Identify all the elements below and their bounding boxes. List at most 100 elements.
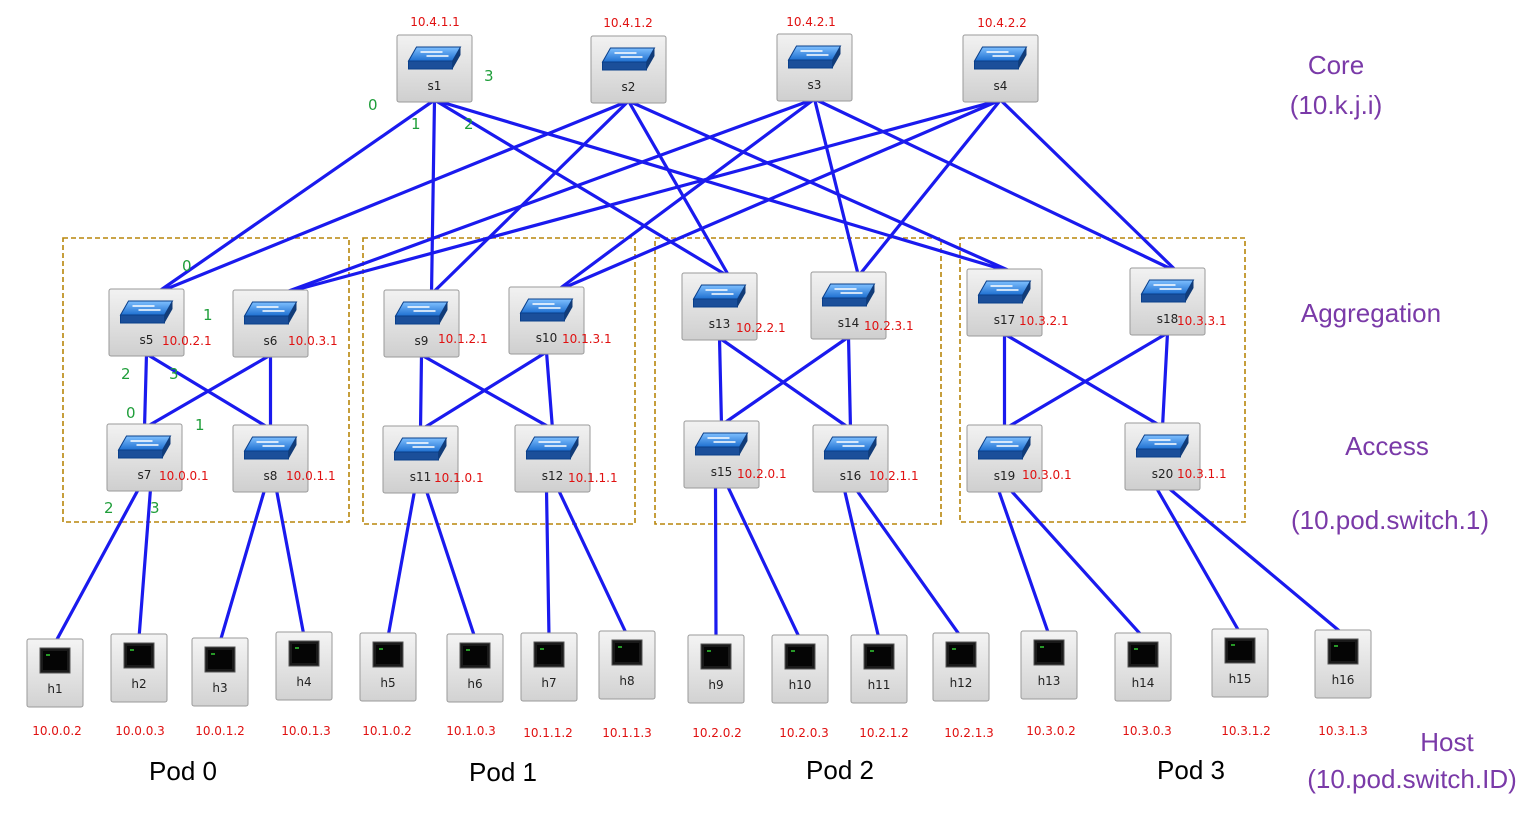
link-s4-s10 xyxy=(554,98,1003,293)
switch-s18[interactable]: s18 xyxy=(1129,267,1206,336)
switch-label: s8 xyxy=(264,469,278,483)
switch-label: s20 xyxy=(1152,467,1174,481)
network-switch-icon xyxy=(243,436,298,460)
host-h4[interactable]: h4 xyxy=(275,631,333,701)
network-switch-icon xyxy=(525,436,580,460)
switch-ip-label: 10.2.1.1 xyxy=(869,469,919,483)
switch-s14[interactable]: s14 xyxy=(810,271,887,340)
host-h11[interactable]: h11 xyxy=(850,634,908,704)
switch-s9[interactable]: s9 xyxy=(383,289,460,358)
terminal-icon xyxy=(533,641,565,668)
link-s15-h10 xyxy=(725,484,802,641)
host-h15[interactable]: h15 xyxy=(1211,628,1269,698)
link-s9-s12 xyxy=(419,353,555,431)
port-label-s7-2: 2 xyxy=(104,499,114,517)
host-label: h8 xyxy=(619,674,634,688)
terminal-icon xyxy=(1127,641,1159,668)
switch-s13[interactable]: s13 xyxy=(681,272,758,341)
host-h9[interactable]: h9 xyxy=(687,634,745,704)
switch-ip-label: 10.3.0.1 xyxy=(1022,468,1072,482)
switch-ip-label: 10.2.0.1 xyxy=(737,467,787,481)
switch-s20[interactable]: s20 xyxy=(1124,422,1201,491)
switch-s7[interactable]: s7 xyxy=(106,423,183,492)
host-h10[interactable]: h10 xyxy=(771,634,829,704)
switch-s3[interactable]: s3 xyxy=(776,33,853,102)
link-s1-s9 xyxy=(429,98,437,296)
switch-ip-label: 10.4.1.1 xyxy=(410,15,460,29)
host-label: h1 xyxy=(47,682,62,696)
host-h14[interactable]: h14 xyxy=(1114,632,1172,702)
pod-labels: Pod 0 Pod 1 Pod 2 Pod 3 xyxy=(149,755,1225,787)
network-switch-icon xyxy=(821,283,876,307)
link-s7-h1 xyxy=(53,487,141,645)
link-s20-h15 xyxy=(1154,486,1242,635)
host-layer-label: Host xyxy=(1420,727,1474,757)
link-s20-h16 xyxy=(1166,486,1345,636)
terminal-icon xyxy=(700,643,732,670)
access-layer-label: Access xyxy=(1345,431,1429,461)
host-label: h16 xyxy=(1332,673,1355,687)
switch-s12[interactable]: s12 xyxy=(514,424,591,493)
link-s12-h7 xyxy=(544,488,551,639)
link-s15-h9 xyxy=(713,484,718,641)
network-switch-icon xyxy=(601,47,656,71)
switch-s8[interactable]: s8 xyxy=(232,424,309,493)
port-label-s7-0: 0 xyxy=(126,404,136,422)
switch-s2[interactable]: s2 xyxy=(590,35,667,104)
host-h16[interactable]: h16 xyxy=(1314,629,1372,699)
switch-s10[interactable]: s10 xyxy=(508,286,585,355)
pod-1-box xyxy=(362,237,636,525)
switch-s15[interactable]: s15 xyxy=(683,420,760,489)
link-s14-s16 xyxy=(846,335,853,431)
terminal-icon xyxy=(1224,637,1256,664)
host-h12[interactable]: h12 xyxy=(932,632,990,702)
pod-3-box xyxy=(959,237,1246,523)
host-h5[interactable]: h5 xyxy=(359,632,417,702)
port-label-s5-0: 0 xyxy=(182,257,192,275)
link-s10-s12 xyxy=(544,350,555,431)
link-s16-h12 xyxy=(854,488,963,639)
link-s19-h13 xyxy=(996,488,1051,637)
switch-label: s17 xyxy=(994,313,1016,327)
host-h1[interactable]: h1 xyxy=(26,638,84,708)
switch-ip-label: 10.1.0.1 xyxy=(434,471,484,485)
network-switch-icon xyxy=(694,432,749,456)
host-ip-label: 10.2.1.2 xyxy=(859,726,909,740)
link-s2-s9 xyxy=(429,99,631,296)
host-h13[interactable]: h13 xyxy=(1020,630,1078,700)
host-ip-label: 10.2.0.3 xyxy=(779,726,829,740)
switch-s19[interactable]: s19 xyxy=(966,424,1043,493)
port-label-s1-0: 0 xyxy=(368,96,378,114)
pod-label-3: Pod 3 xyxy=(1157,755,1225,785)
host-h7[interactable]: h7 xyxy=(520,632,578,702)
switch-s11[interactable]: s11 xyxy=(382,425,459,494)
terminal-icon xyxy=(459,642,491,669)
switch-s6[interactable]: s6 xyxy=(232,289,309,358)
host-h6[interactable]: h6 xyxy=(446,633,504,703)
host-ip-label: 10.2.1.3 xyxy=(944,726,994,740)
switch-s4[interactable]: s4 xyxy=(962,34,1039,103)
switch-ip-label: 10.2.2.1 xyxy=(736,321,786,335)
network-switch-icon xyxy=(977,436,1032,460)
switch-s17[interactable]: s17 xyxy=(966,268,1043,337)
host-ip-label: 10.2.0.2 xyxy=(692,726,742,740)
link-s13-s16 xyxy=(717,336,853,431)
network-switch-icon xyxy=(407,46,462,70)
port-label-s1-3: 3 xyxy=(484,67,494,85)
terminal-icon xyxy=(784,643,816,670)
pod-boxes xyxy=(62,237,1246,525)
host-h2[interactable]: h2 xyxy=(110,633,168,703)
aggregation-layer-label: Aggregation xyxy=(1301,298,1441,328)
terminal-icon xyxy=(288,640,320,667)
host-h8[interactable]: h8 xyxy=(598,630,656,700)
switch-ip-label: 10.3.1.1 xyxy=(1177,467,1227,481)
switch-s5[interactable]: s5 xyxy=(108,288,185,357)
host-label: h11 xyxy=(868,678,891,692)
switch-s1[interactable]: s1 xyxy=(396,34,473,103)
link-s5-s7 xyxy=(142,352,149,430)
link-s2-s13 xyxy=(626,99,732,279)
host-label: h12 xyxy=(950,676,973,690)
host-h3[interactable]: h3 xyxy=(191,637,249,707)
link-s13-s15 xyxy=(717,336,724,427)
switch-s16[interactable]: s16 xyxy=(812,424,889,493)
